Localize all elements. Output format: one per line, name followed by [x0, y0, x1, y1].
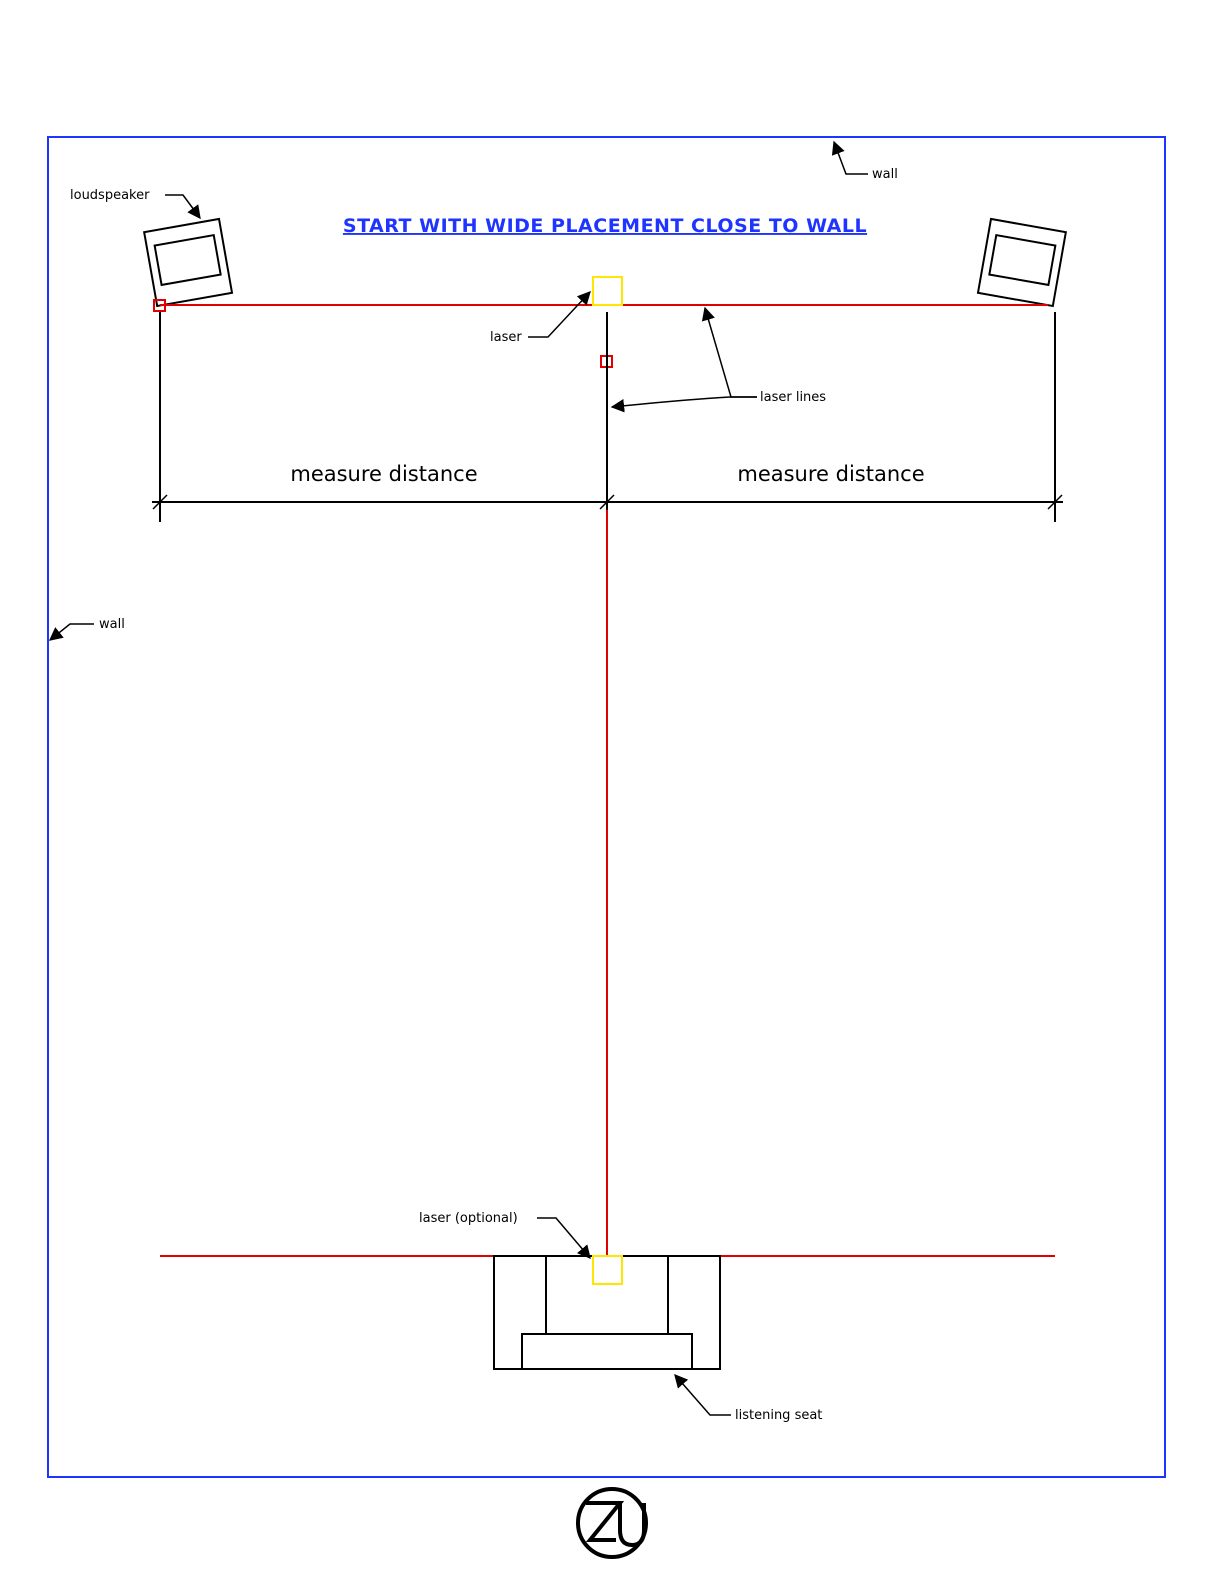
laser-lines-callout: laser lines: [612, 308, 826, 407]
listening-seat-label: listening seat: [735, 1408, 822, 1423]
wall-left-label: wall: [99, 617, 125, 632]
laser-top-callout: laser: [490, 292, 590, 345]
laser-lines-label: laser lines: [760, 390, 826, 405]
laser-optional-label: laser (optional): [419, 1211, 518, 1226]
loudspeaker-callout: loudspeaker: [70, 188, 200, 218]
loudspeaker-label: loudspeaker: [70, 188, 150, 203]
listening-seat-callout: listening seat: [675, 1375, 822, 1423]
zu-logo-icon: [578, 1489, 646, 1557]
diagram-title: START WITH WIDE PLACEMENT CLOSE TO WALL: [343, 215, 867, 237]
laser-device-top: [593, 277, 622, 305]
measure-distance-left: measure distance: [290, 462, 477, 486]
wall-top-label: wall: [872, 167, 898, 182]
wall-top-callout: wall: [834, 142, 898, 182]
wall-left-callout: wall: [50, 617, 125, 640]
loudspeaker-right: [978, 219, 1066, 306]
laser-top-label: laser: [490, 330, 522, 345]
laser-device-seat: [593, 1256, 622, 1284]
laser-optional-callout: laser (optional): [419, 1211, 590, 1258]
loudspeaker-left: [144, 219, 232, 306]
measure-distance-right: measure distance: [737, 462, 924, 486]
